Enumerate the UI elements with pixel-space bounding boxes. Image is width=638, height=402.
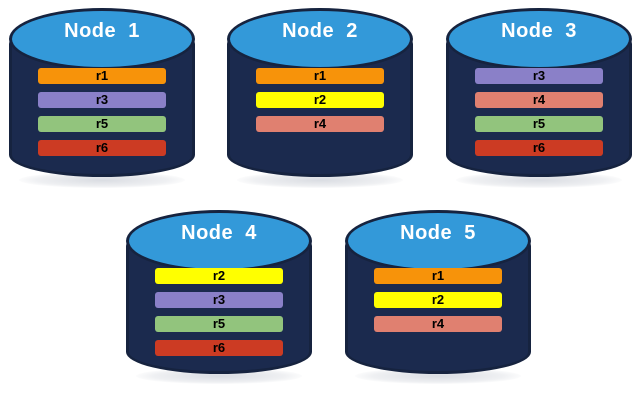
- replica-bar[interactable]: r2: [374, 292, 502, 308]
- cylinder-shadow: [19, 172, 185, 188]
- replica-bar[interactable]: r1: [38, 68, 166, 84]
- replica-list: r1 r2 r4: [345, 268, 531, 332]
- replica-bar[interactable]: r4: [256, 116, 384, 132]
- replica-bar[interactable]: r5: [38, 116, 166, 132]
- replica-list: r2 r3 r5 r6: [126, 268, 312, 356]
- replica-bar[interactable]: r6: [38, 140, 166, 156]
- cylinder-shadow: [456, 172, 622, 188]
- replica-bar[interactable]: r5: [475, 116, 603, 132]
- database-node-2[interactable]: Node 2 r1 r2 r4: [227, 6, 413, 192]
- replica-bar[interactable]: r1: [374, 268, 502, 284]
- database-node-3[interactable]: Node 3 r3 r4 r5 r6: [446, 6, 632, 192]
- database-node-5[interactable]: Node 5 r1 r2 r4: [345, 208, 531, 388]
- replica-bar[interactable]: r5: [155, 316, 283, 332]
- cylinder-shadow: [136, 368, 302, 384]
- replica-bar[interactable]: r3: [155, 292, 283, 308]
- replica-list: r3 r4 r5 r6: [446, 68, 632, 156]
- node-label: Node 4: [181, 222, 257, 244]
- node-label: Node 3: [501, 20, 577, 42]
- cylinder-shadow: [237, 172, 403, 188]
- replica-bar[interactable]: r6: [155, 340, 283, 356]
- replica-bar[interactable]: r4: [374, 316, 502, 332]
- replica-bar[interactable]: r3: [38, 92, 166, 108]
- replica-list: r1 r2 r4: [227, 68, 413, 132]
- replica-list: r1 r3 r5 r6: [9, 68, 195, 156]
- database-node-1[interactable]: Node 1 r1 r3 r5 r6: [9, 6, 195, 192]
- node-label: Node 1: [64, 20, 140, 42]
- cylinder-shadow: [355, 368, 521, 384]
- replica-bar[interactable]: r2: [155, 268, 283, 284]
- database-node-4[interactable]: Node 4 r2 r3 r5 r6: [126, 208, 312, 388]
- replica-bar[interactable]: r4: [475, 92, 603, 108]
- replica-bar[interactable]: r3: [475, 68, 603, 84]
- node-label: Node 2: [282, 20, 358, 42]
- replica-bar[interactable]: r1: [256, 68, 384, 84]
- node-label: Node 5: [400, 222, 476, 244]
- replica-bar[interactable]: r6: [475, 140, 603, 156]
- replica-bar[interactable]: r2: [256, 92, 384, 108]
